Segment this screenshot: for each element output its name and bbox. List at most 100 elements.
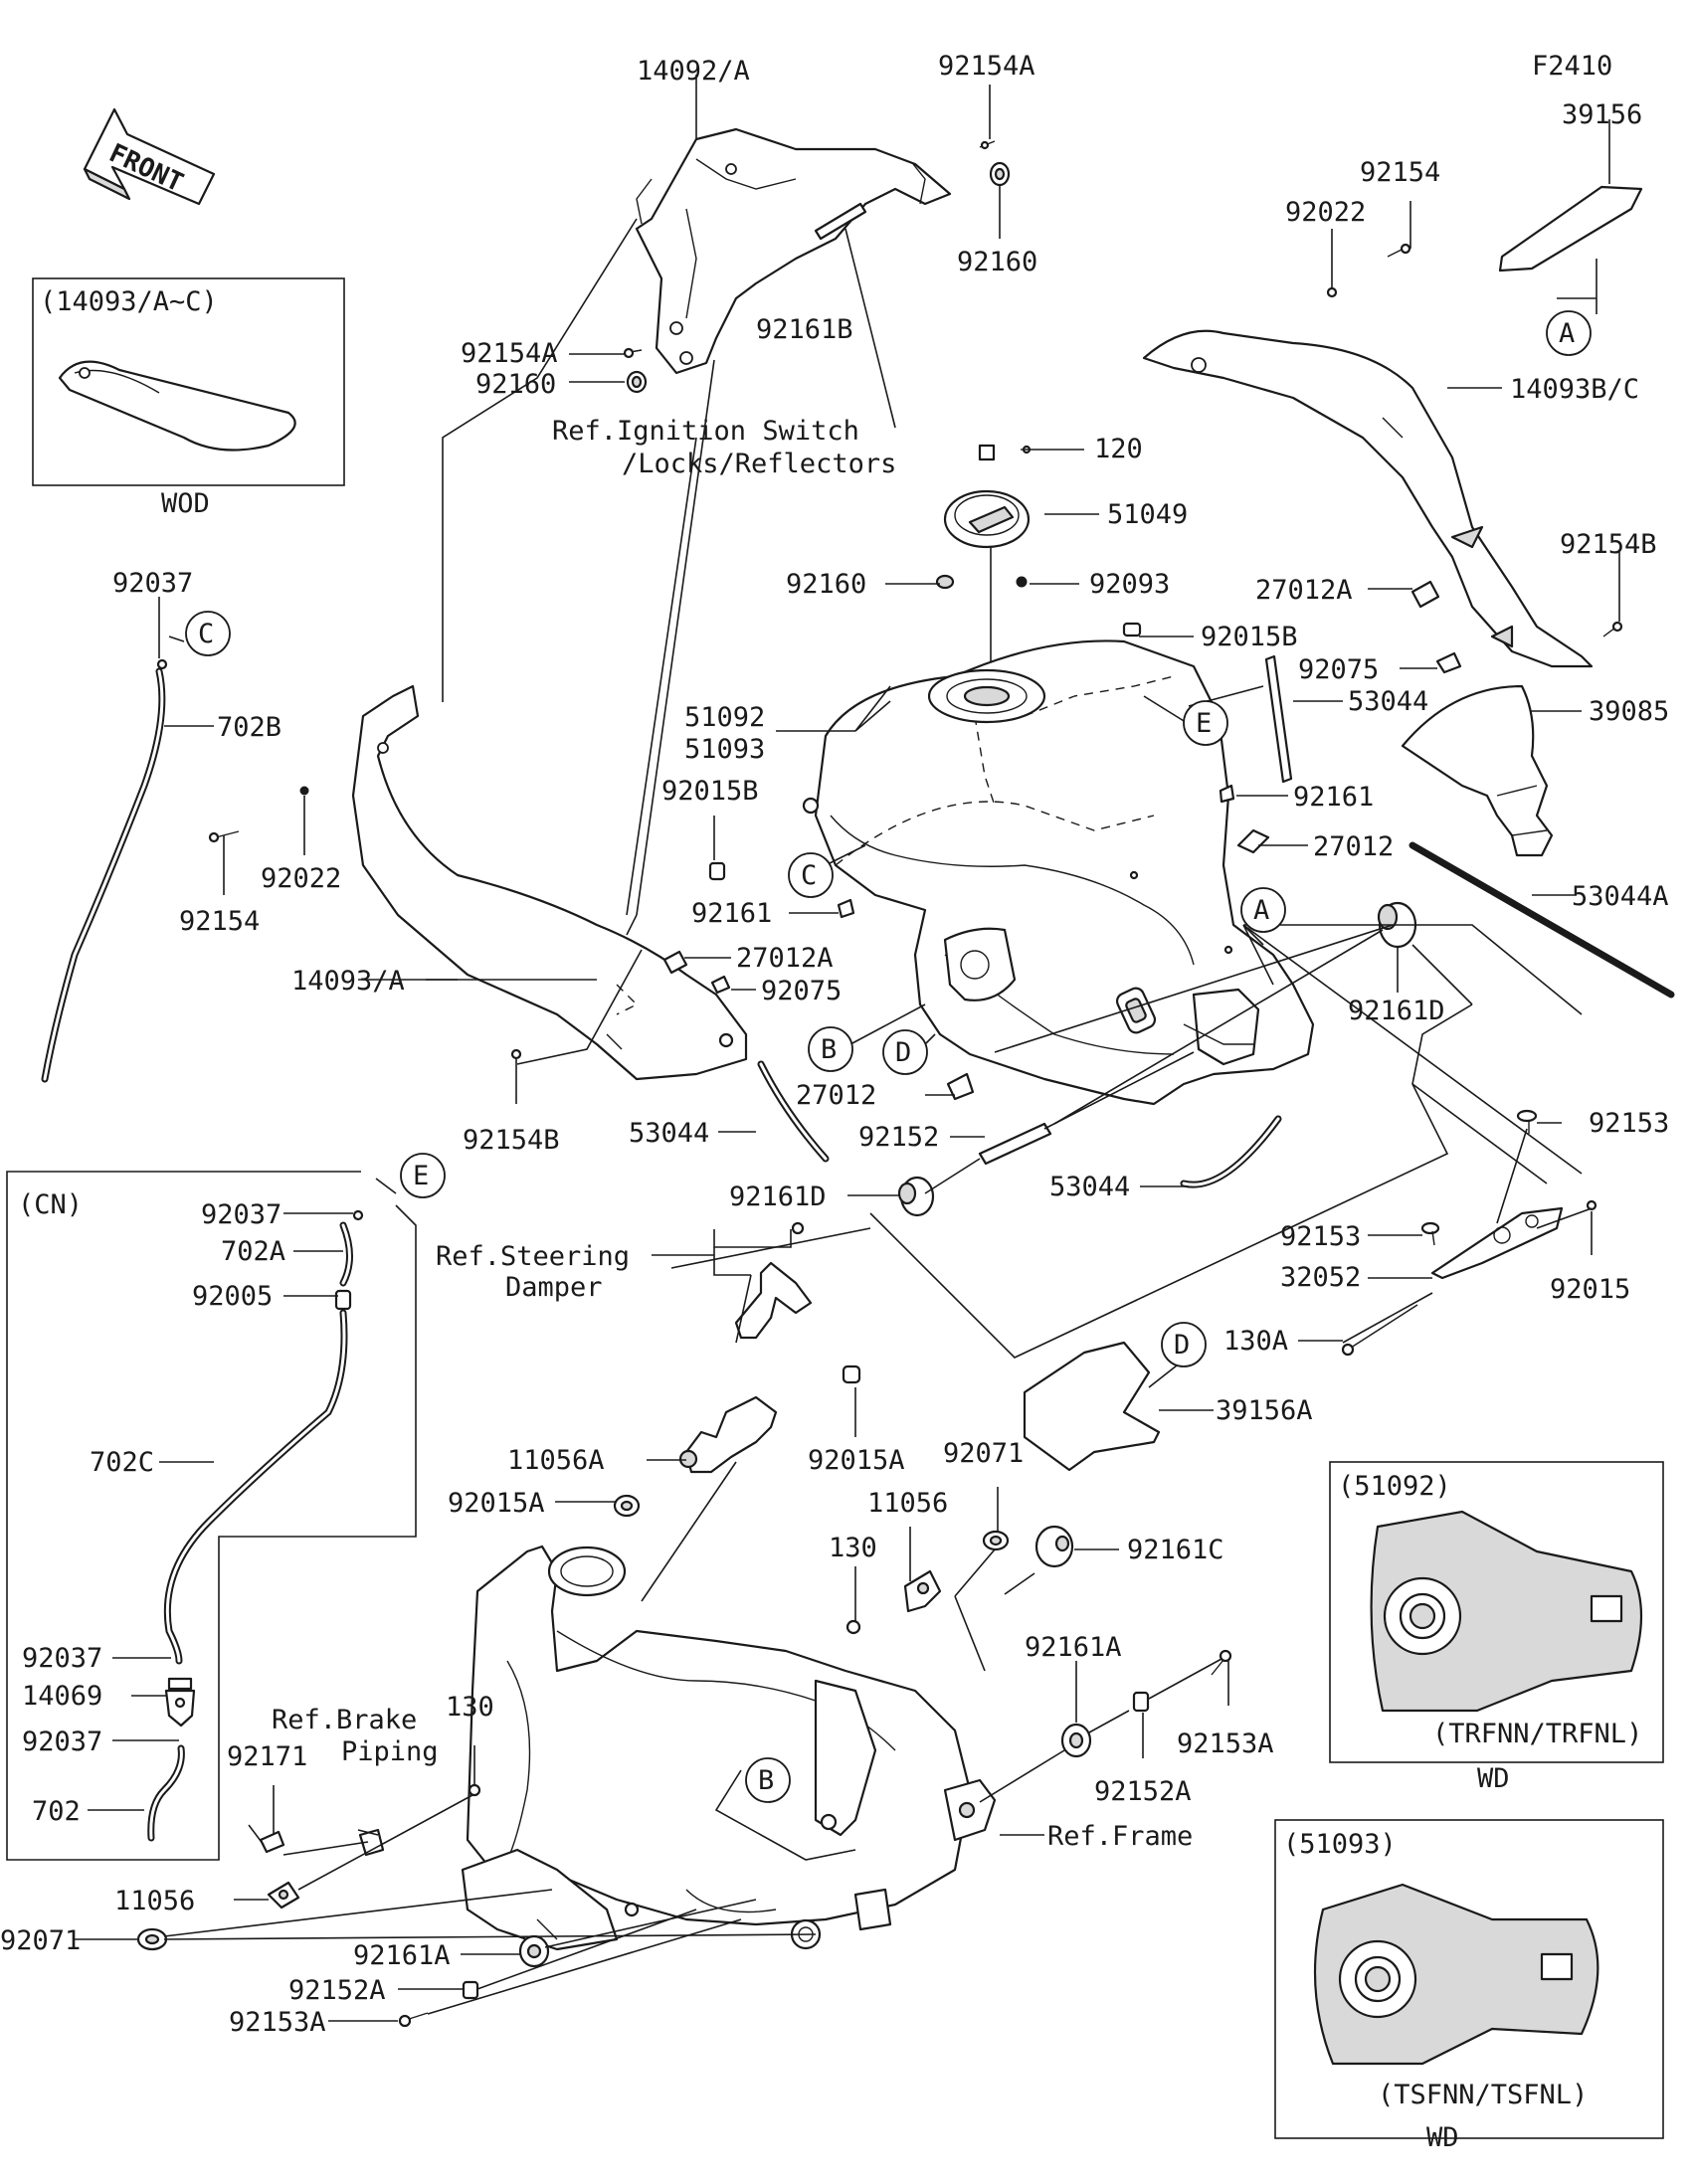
- bolt-92154-right: [1387, 243, 1411, 258]
- hose-702c: [163, 1309, 348, 1665]
- label-92154b-right: 92154B: [1560, 529, 1657, 560]
- strip-53044-top: [1264, 654, 1293, 784]
- pad-27012-right: [1236, 828, 1270, 854]
- label-53044a: 53044A: [1572, 881, 1669, 912]
- svg-text:E: E: [1196, 708, 1212, 739]
- label-92154b-left: 92154B: [463, 1125, 560, 1156]
- inset-51092-caption: WD: [1477, 1763, 1510, 1794]
- label-92154a-left: 92154A: [461, 338, 558, 369]
- label-51092: 51092: [684, 702, 765, 733]
- grommet-92160-top: [989, 161, 1011, 187]
- inset-51092-variant: (TRFNN/TRFNL): [1432, 1719, 1642, 1749]
- clip-92161-right: [1219, 784, 1235, 804]
- hose-702: [147, 1744, 185, 1842]
- main-frame: [461, 1545, 997, 1951]
- label-92153a-right: 92153A: [1177, 1729, 1274, 1759]
- callout-a-top: A: [1546, 310, 1592, 356]
- label-130a: 130A: [1223, 1326, 1288, 1357]
- label-92161a-left: 92161A: [353, 1940, 451, 1971]
- label-92161-mid: 92161: [691, 898, 772, 929]
- inset-51093-variant: (TSFNN/TSFNL): [1378, 2080, 1588, 2110]
- strip-53044a: [1409, 841, 1675, 999]
- grommet-92071-right: [982, 1530, 1010, 1551]
- label-92015b-mid: 92015B: [661, 776, 759, 807]
- label-92161-right: 92161: [1293, 782, 1374, 813]
- label-92037-cn3: 92037: [22, 1727, 102, 1757]
- diagram-id: F2410: [1532, 51, 1612, 82]
- joint-92005: [334, 1289, 352, 1311]
- pad-92075-left: [710, 975, 731, 995]
- label-92075-right: 92075: [1298, 654, 1379, 685]
- label-14093bc: 14093B/C: [1510, 374, 1639, 405]
- part-labels: 14092/A 92154A 92160 92161B 92154A 92160…: [0, 51, 1669, 2038]
- label-92153-mid: 92153: [1280, 1221, 1361, 1252]
- grommet-92160-mid: [935, 574, 955, 590]
- label-92160-mid: 92160: [786, 569, 866, 600]
- label-92161c: 92161C: [1127, 1535, 1224, 1565]
- bolt-92153a-left: [398, 2012, 429, 2028]
- callout-c-mid: C: [788, 852, 834, 898]
- label-92152a-right: 92152A: [1094, 1776, 1192, 1807]
- label-702c: 702C: [90, 1447, 154, 1478]
- bolt-130-left: [468, 1783, 481, 1797]
- label-92005: 92005: [192, 1281, 273, 1312]
- label-702b: 702B: [217, 712, 282, 743]
- clamp-11056a: [678, 1395, 778, 1474]
- pad-27012a-right: [1410, 580, 1440, 609]
- callout-c-left: C: [185, 611, 231, 656]
- side-cover-14093bc: [1142, 329, 1594, 668]
- label-120: 120: [1094, 434, 1143, 464]
- washer-92022-right: [1326, 286, 1338, 298]
- label-39085: 39085: [1589, 696, 1669, 727]
- label-92093: 92093: [1089, 569, 1170, 600]
- bolt-92154b-right: [1602, 621, 1623, 637]
- ref-ignition-line2: /Locks/Reflectors: [622, 449, 896, 479]
- inset-51093-header: (51093): [1283, 1829, 1397, 1860]
- label-27012-right: 27012: [1313, 831, 1394, 862]
- collar-92152a-left: [462, 1980, 479, 2000]
- label-130-right: 130: [829, 1533, 877, 1563]
- hose-702b: [41, 658, 168, 1083]
- front-arrow-icon: FRONT: [83, 107, 216, 206]
- ref-steering-line1: Ref.Steering: [436, 1241, 630, 1272]
- label-27012a-right: 27012A: [1255, 575, 1353, 606]
- hose-702a: [339, 1209, 364, 1287]
- label-92152: 92152: [858, 1122, 939, 1153]
- callout-d-mid: D: [882, 1029, 928, 1075]
- label-92154-left: 92154: [179, 906, 260, 937]
- label-11056a: 11056A: [507, 1445, 605, 1476]
- ref-brake-line1: Ref.Brake: [272, 1705, 417, 1735]
- washer-92022-left: [299, 786, 309, 796]
- label-92071-left: 92071: [0, 1925, 81, 1956]
- pad-27012a-left: [662, 950, 688, 975]
- label-11056-right: 11056: [867, 1488, 948, 1519]
- label-92161d-right: 92161D: [1348, 996, 1445, 1026]
- label-92015a-right: 92015A: [808, 1445, 905, 1476]
- filter-14069: [164, 1677, 196, 1728]
- bush-92161a-left: [518, 1934, 550, 1968]
- inset-51093-caption: WD: [1426, 2122, 1459, 2153]
- label-92022-right: 92022: [1285, 197, 1366, 228]
- bracket-32052: [1430, 1206, 1564, 1280]
- callout-b-mid: B: [808, 1026, 853, 1072]
- pad-39156a: [1023, 1341, 1161, 1472]
- svg-text:E: E: [413, 1161, 429, 1191]
- label-92037-cn1: 92037: [201, 1199, 282, 1230]
- label-92037-cn2: 92037: [22, 1643, 102, 1674]
- label-11056-left: 11056: [114, 1886, 195, 1916]
- label-92154-right: 92154: [1360, 157, 1440, 188]
- label-92015a-left: 92015A: [448, 1488, 545, 1519]
- label-39156: 39156: [1562, 99, 1642, 130]
- side-cover-14093a: [351, 684, 748, 1081]
- label-14092a: 14092/A: [637, 56, 750, 87]
- fuel-tank: [802, 639, 1315, 1106]
- label-32052: 32052: [1280, 1262, 1361, 1293]
- clip-92161-mid: [837, 898, 855, 919]
- inset-cn-header: (CN): [18, 1189, 83, 1220]
- label-702a: 702A: [221, 1236, 285, 1267]
- svg-text:A: A: [1559, 318, 1575, 349]
- callout-circles: A C E C A B D E D B: [185, 310, 1592, 1803]
- leader-lines: [75, 75, 1620, 2022]
- label-53044-top: 53044: [1348, 686, 1428, 717]
